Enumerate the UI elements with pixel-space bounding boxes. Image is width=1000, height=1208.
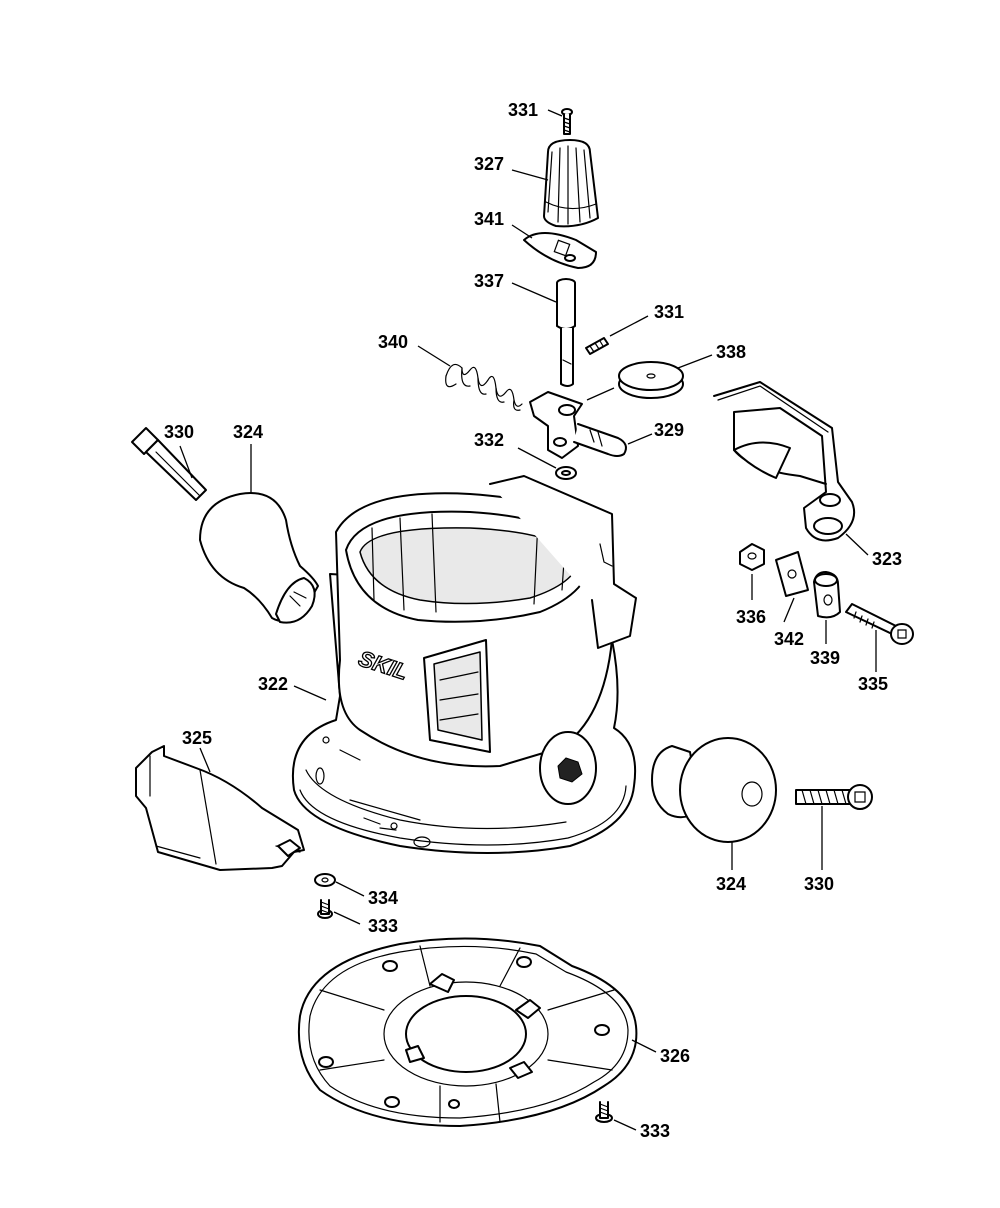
part-323-edge-guide bbox=[713, 381, 856, 542]
part-331-screw-top bbox=[561, 108, 573, 135]
callout-336: 336 bbox=[736, 607, 766, 627]
part-336-nut bbox=[739, 543, 765, 571]
callout-331-mid: 331 bbox=[654, 302, 684, 322]
part-333-screw-top bbox=[317, 899, 333, 919]
part-324-handle-left bbox=[199, 492, 319, 624]
part-335-bolt bbox=[845, 603, 914, 645]
callout-324-right: 324 bbox=[716, 874, 746, 894]
callout-333-top: 333 bbox=[368, 916, 398, 936]
callout-labels: 331 327 341 337 331 338 340 332 329 330 … bbox=[164, 100, 902, 1141]
part-338-disc bbox=[618, 361, 684, 399]
callout-339: 339 bbox=[810, 648, 840, 668]
part-326-sub-base bbox=[297, 937, 638, 1127]
part-330-bolt-left bbox=[131, 427, 207, 501]
part-331-screw-mid bbox=[585, 337, 609, 355]
callout-330-left: 330 bbox=[164, 422, 194, 442]
part-332-ring bbox=[555, 466, 577, 480]
callout-332: 332 bbox=[474, 430, 504, 450]
callout-322: 322 bbox=[258, 674, 288, 694]
callout-329: 329 bbox=[654, 420, 684, 440]
part-337-shaft bbox=[556, 278, 576, 387]
part-329-bracket bbox=[529, 391, 627, 459]
callout-323: 323 bbox=[872, 549, 902, 569]
callout-337: 337 bbox=[474, 271, 504, 291]
part-342-plate bbox=[775, 551, 809, 597]
part-327-knob bbox=[543, 139, 599, 228]
callout-326: 326 bbox=[660, 1046, 690, 1066]
callout-342: 342 bbox=[774, 629, 804, 649]
callout-324-left: 324 bbox=[233, 422, 263, 442]
part-340-spring bbox=[445, 363, 523, 411]
callout-334: 334 bbox=[368, 888, 398, 908]
callout-327: 327 bbox=[474, 154, 504, 174]
part-333-screw-bottom bbox=[595, 1101, 613, 1123]
part-325-chip-shield bbox=[135, 745, 305, 871]
callout-333-bottom: 333 bbox=[640, 1121, 670, 1141]
callout-325: 325 bbox=[182, 728, 212, 748]
callout-335: 335 bbox=[858, 674, 888, 694]
callout-330-right: 330 bbox=[804, 874, 834, 894]
part-324-knob-right bbox=[651, 737, 777, 843]
part-322-router-base-body: SKIL bbox=[291, 475, 637, 854]
callout-341: 341 bbox=[474, 209, 504, 229]
callout-340: 340 bbox=[378, 332, 408, 352]
callout-331-top: 331 bbox=[508, 100, 538, 120]
part-341-plate bbox=[523, 232, 597, 269]
part-330-bolt-right bbox=[795, 784, 873, 810]
part-339-barrel bbox=[813, 571, 841, 619]
callout-338: 338 bbox=[716, 342, 746, 362]
part-334-washer bbox=[314, 873, 336, 887]
leader-lines bbox=[179, 109, 877, 1131]
